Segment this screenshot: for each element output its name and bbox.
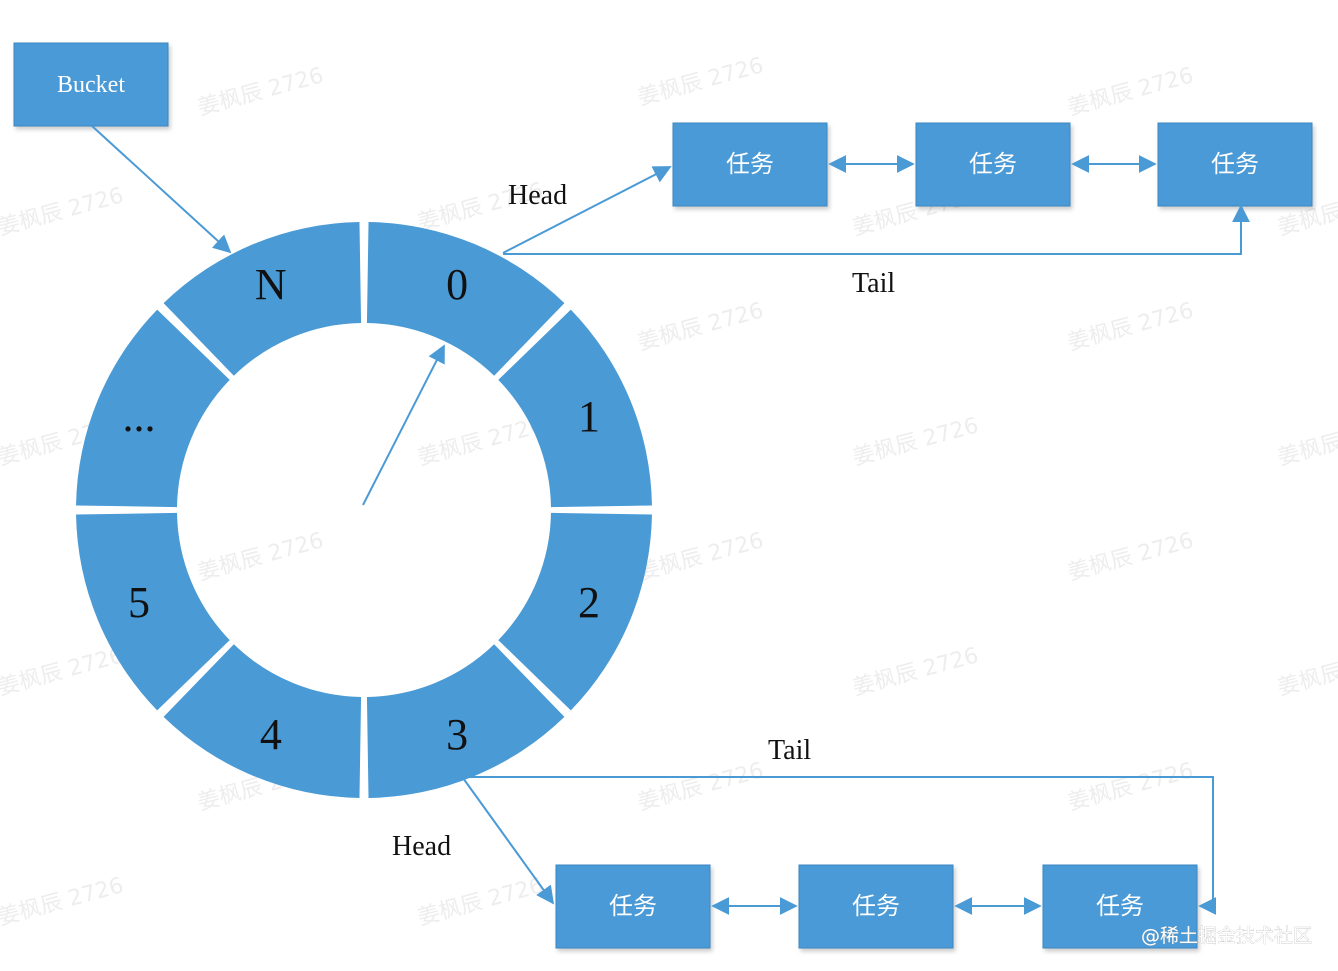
- wheel-slot-label: 3: [446, 710, 468, 759]
- watermark-text: 姜枫辰 2726: [850, 643, 981, 701]
- wheel-slot: [163, 644, 362, 798]
- watermark-text: 姜枫辰 2726: [850, 413, 981, 471]
- task-node: 任务: [555, 864, 711, 949]
- bottom-task-list: 任务 任务 任务 Head Tail: [392, 735, 1217, 949]
- task-node: 任务: [672, 122, 828, 207]
- clock-hand-arrow: [362, 344, 445, 506]
- watermark-text: 姜枫辰 2726: [195, 528, 326, 586]
- wheel-slot: [76, 512, 230, 711]
- wheel-slot-label: N: [255, 260, 287, 309]
- bucket-label: Bucket: [57, 72, 125, 98]
- task-label: 任务: [969, 150, 1017, 178]
- wheel-slot-label: 4: [260, 710, 282, 759]
- wheel-slot: [498, 512, 652, 711]
- watermark-text: 姜枫辰 2726: [0, 183, 126, 241]
- watermark-text: 姜枫辰 2726: [195, 63, 326, 121]
- task-label: 任务: [726, 150, 774, 178]
- wheel-slot-label: 2: [578, 578, 600, 627]
- task-label: 任务: [1096, 892, 1144, 920]
- watermark-text: 姜枫辰 2726: [635, 758, 766, 816]
- watermark-text: 姜枫辰 2726: [1065, 63, 1196, 121]
- task-label: 任务: [1211, 150, 1259, 178]
- wheel-slot-label: 5: [128, 578, 150, 627]
- wheel-slot: [366, 222, 565, 376]
- wheel-slot-label: ...: [123, 392, 156, 441]
- head-pointer-arrow: [502, 166, 672, 254]
- watermark-text: 姜枫辰 2726: [415, 873, 546, 931]
- wheel-slot-label: 0: [446, 260, 468, 309]
- tail-pointer-arrow: [503, 204, 1250, 255]
- timing-wheel: 0 1 2 3 4 5... N: [76, 222, 652, 798]
- wheel-slot: [498, 309, 652, 508]
- head-pointer-arrow: [462, 777, 555, 905]
- watermark-text: 姜枫辰 2726: [1275, 643, 1338, 701]
- wheel-slot: [76, 309, 230, 508]
- wheel-slot-label: 1: [578, 392, 600, 441]
- head-label: Head: [508, 180, 567, 211]
- tail-label: Tail: [852, 268, 895, 299]
- watermark-text: 姜枫辰 2726: [415, 413, 546, 471]
- wheel-slot: [366, 644, 565, 798]
- task-node: 任务: [1042, 864, 1198, 949]
- tail-pointer-arrow: [463, 776, 1217, 915]
- wheel-slot: [163, 222, 362, 376]
- watermark-text: 姜枫辰 2726: [1065, 758, 1196, 816]
- top-task-list: 任务 任务 任务 Head Tail: [502, 122, 1313, 299]
- watermark-text: 姜枫辰 2726: [635, 298, 766, 356]
- task-node: 任务: [798, 864, 954, 949]
- bucket-node: Bucket: [13, 42, 169, 127]
- task-label: 任务: [852, 892, 900, 920]
- watermark-text: 姜枫辰 2726: [1275, 413, 1338, 471]
- task-node: 任务: [1157, 122, 1313, 207]
- watermark-text: 姜枫辰 2726: [1065, 528, 1196, 586]
- watermark-layer: 姜枫辰 2726 姜枫辰 2726 姜枫辰 2726 姜枫辰 2726 姜枫辰 2726…: [0, 53, 1338, 931]
- tail-label: Tail: [768, 735, 811, 766]
- task-node: 任务: [915, 122, 1071, 207]
- watermark-text: 姜枫辰 2726: [1065, 298, 1196, 356]
- bucket-pointer-arrow: [91, 125, 232, 254]
- task-label: 任务: [609, 892, 657, 920]
- watermark-text: 姜枫辰 2726: [635, 528, 766, 586]
- watermark-text: 姜枫辰 2726: [0, 873, 126, 931]
- head-label: Head: [392, 831, 451, 862]
- credit-text: @稀土掘金技术社区: [1141, 925, 1312, 947]
- watermark-text: 姜枫辰 2726: [0, 643, 126, 701]
- watermark-text: 姜枫辰 2726: [635, 53, 766, 111]
